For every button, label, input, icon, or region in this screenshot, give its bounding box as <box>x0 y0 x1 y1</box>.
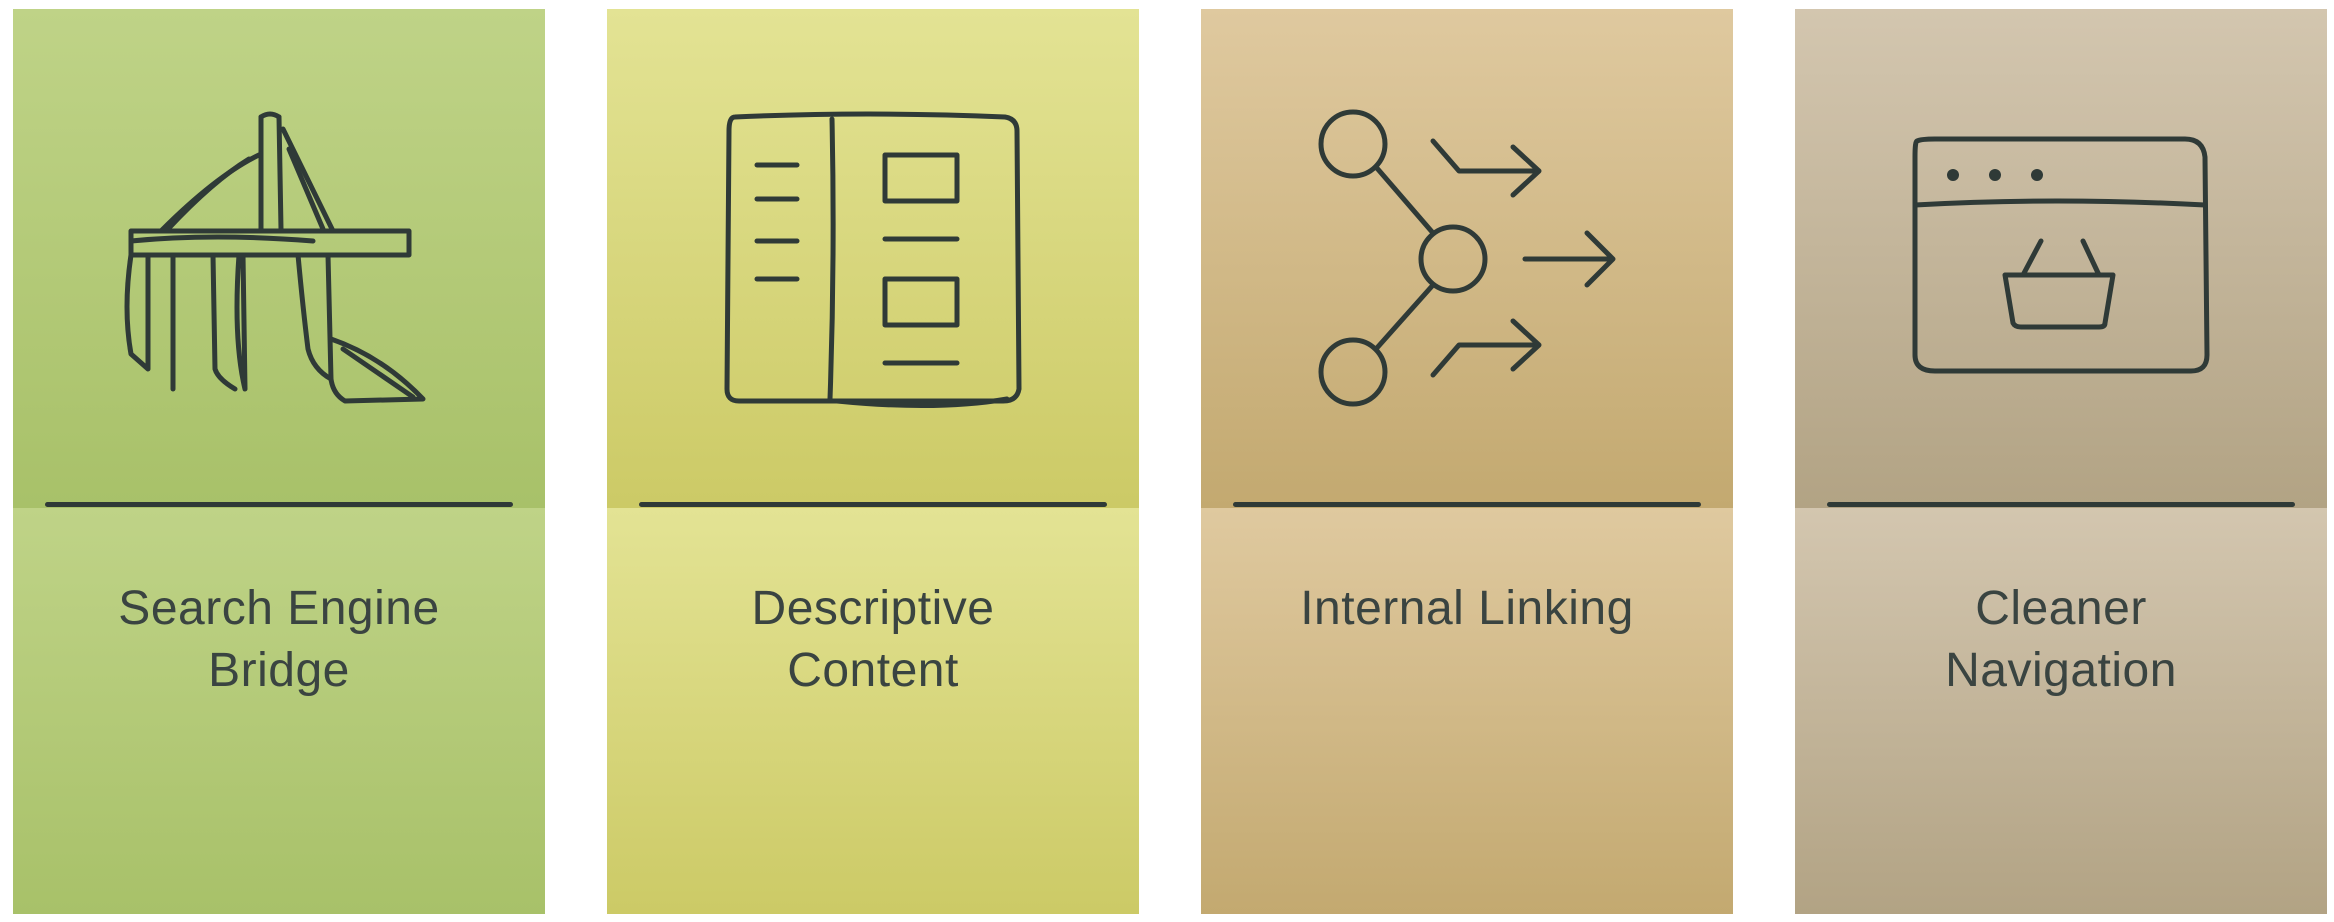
card-divider <box>639 502 1107 507</box>
document-layout-icon <box>724 111 1022 409</box>
card-text-area: Search Engine Bridge <box>13 508 545 914</box>
card-illustration-area <box>1795 9 2327 508</box>
card-divider <box>1827 502 2295 507</box>
feature-card-descriptive-content: Descriptive Content <box>607 9 1139 914</box>
card-text-area: Cleaner Navigation <box>1795 508 2327 914</box>
browser-basket-icon <box>1912 136 2210 374</box>
card-text-area: Descriptive Content <box>607 508 1139 914</box>
card-divider <box>1233 502 1701 507</box>
card-title: Cleaner Navigation <box>1945 582 2177 697</box>
card-illustration-area <box>1201 9 1733 508</box>
card-title: Search Engine Bridge <box>118 582 440 697</box>
card-title: Descriptive Content <box>751 582 995 697</box>
card-illustration-area <box>13 9 545 508</box>
card-illustration-area <box>607 9 1139 508</box>
network-arrows-icon <box>1318 109 1616 407</box>
feature-card-search-engine-bridge: Search Engine Bridge <box>13 9 545 914</box>
card-title: Internal Linking <box>1300 582 1634 635</box>
card-text-area: Internal Linking <box>1201 508 1733 914</box>
feature-card-cleaner-navigation: Cleaner Navigation <box>1795 9 2327 914</box>
card-divider <box>45 502 513 507</box>
bridge-icon <box>124 111 426 404</box>
feature-card-internal-linking: Internal Linking <box>1201 9 1733 914</box>
